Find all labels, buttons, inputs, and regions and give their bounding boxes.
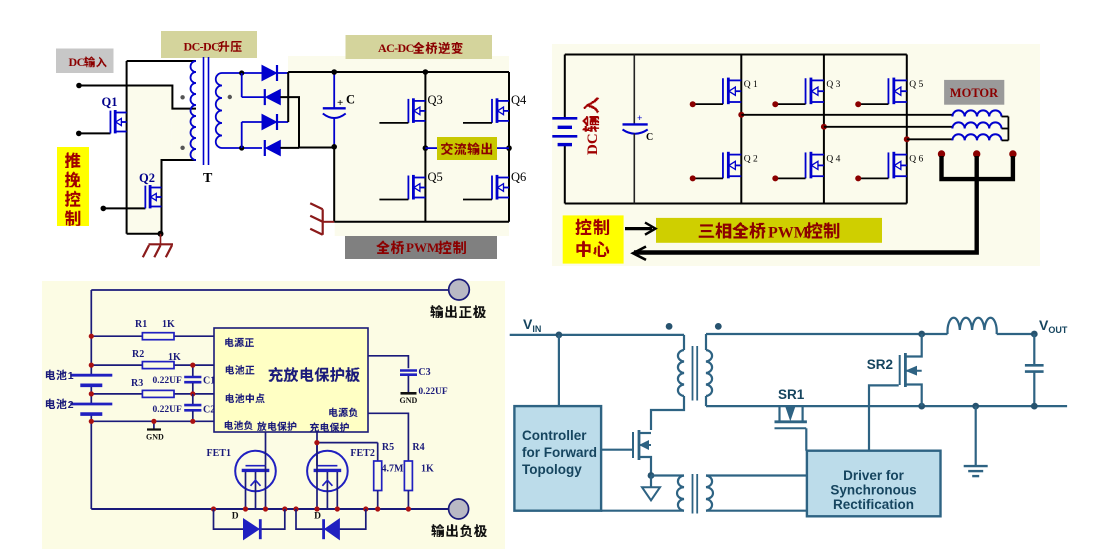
svg-text:1K: 1K (421, 464, 434, 475)
svg-text:Rectification: Rectification (833, 497, 914, 512)
svg-text:Q 3: Q 3 (826, 80, 840, 90)
svg-text:Q1: Q1 (102, 95, 118, 109)
svg-text:1K: 1K (162, 319, 175, 330)
svg-text:PWM: PWM (406, 240, 439, 255)
svg-text:C: C (346, 93, 355, 107)
svg-text:+: + (637, 114, 642, 124)
svg-text:GND: GND (400, 396, 418, 405)
svg-text:R4: R4 (412, 442, 424, 453)
svg-text:SR1: SR1 (778, 387, 805, 402)
svg-text:SR2: SR2 (867, 357, 893, 372)
svg-text:DC: DC (585, 133, 601, 155)
svg-text:R5: R5 (382, 442, 394, 453)
svg-text:D: D (232, 512, 239, 522)
svg-text:DC: DC (69, 55, 85, 69)
svg-text:PWM: PWM (768, 225, 809, 242)
svg-text:Q 1: Q 1 (744, 80, 758, 90)
svg-text:Controller: Controller (522, 428, 587, 443)
svg-text:C2: C2 (203, 405, 215, 416)
svg-text:T: T (203, 171, 213, 186)
svg-text:FET2: FET2 (350, 448, 374, 459)
svg-text:Q 5: Q 5 (909, 80, 923, 90)
svg-text:Q5: Q5 (428, 170, 443, 184)
svg-text:R1: R1 (135, 319, 147, 330)
svg-text:AC-DC: AC-DC (378, 41, 414, 55)
svg-text:0.22UF: 0.22UF (153, 376, 182, 386)
svg-text:C3: C3 (418, 367, 430, 378)
svg-text:4.7M: 4.7M (382, 464, 405, 475)
svg-text:D: D (314, 512, 321, 522)
svg-text:Q2: Q2 (139, 171, 155, 185)
svg-text:R3: R3 (131, 378, 143, 389)
svg-text:1K: 1K (168, 352, 181, 363)
svg-text:Q6: Q6 (511, 170, 526, 184)
svg-text:Q 4: Q 4 (826, 154, 840, 164)
svg-text:1: 1 (68, 370, 74, 382)
svg-text:Driver for: Driver for (843, 468, 905, 483)
svg-text:FET1: FET1 (207, 448, 231, 459)
svg-text:Synchronous: Synchronous (830, 483, 916, 498)
svg-text:Topology: Topology (522, 462, 582, 477)
svg-text:MOTOR: MOTOR (950, 86, 999, 100)
svg-text:GND: GND (146, 433, 164, 442)
svg-text:DC-DC: DC-DC (184, 40, 220, 54)
svg-text:Q3: Q3 (428, 93, 443, 107)
svg-text:Q4: Q4 (511, 93, 527, 107)
svg-text:R2: R2 (132, 349, 144, 360)
svg-text:C: C (646, 132, 653, 143)
svg-text:0.22UF: 0.22UF (418, 387, 447, 397)
svg-text:0.22UF: 0.22UF (153, 405, 182, 415)
svg-text:Q 6: Q 6 (909, 154, 923, 164)
svg-text:for Forward: for Forward (522, 445, 597, 460)
svg-text:Q 2: Q 2 (744, 154, 758, 164)
svg-text:C1: C1 (203, 376, 215, 387)
svg-text:+: + (337, 97, 343, 109)
svg-text:2: 2 (68, 399, 74, 411)
